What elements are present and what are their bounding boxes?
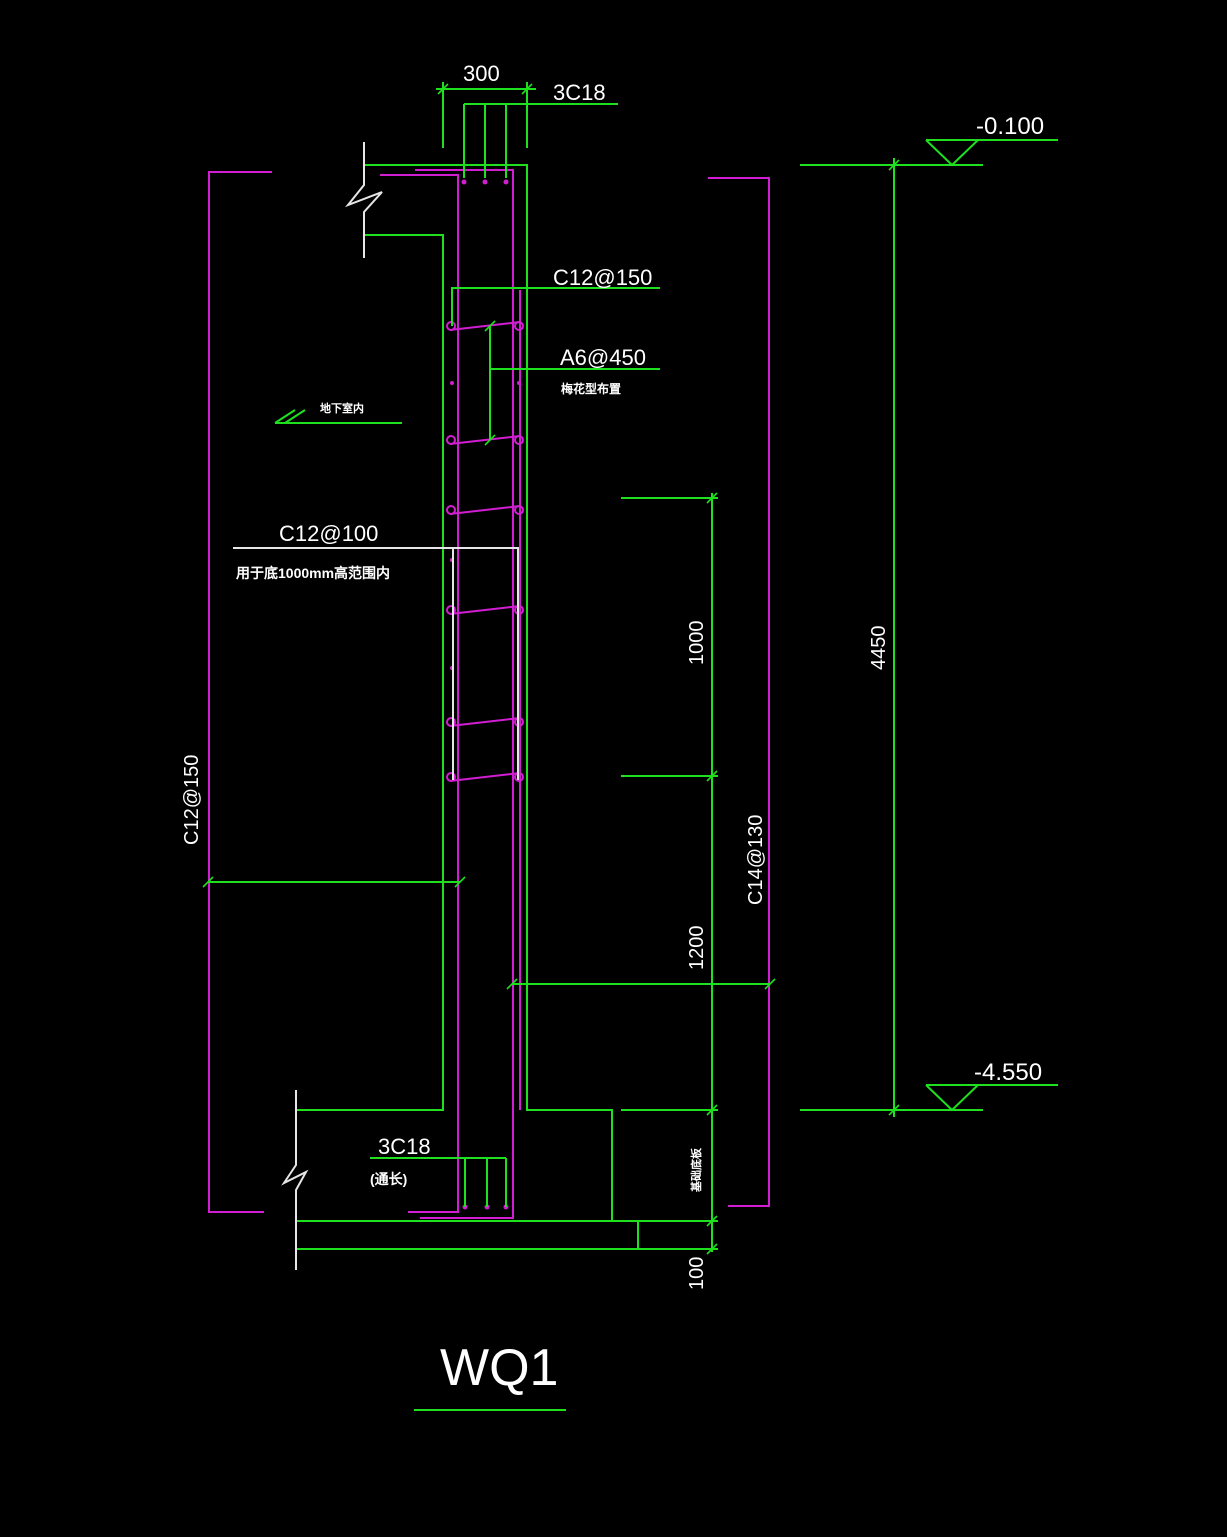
dim-1000-label: 1000 <box>686 621 708 666</box>
top-bar-dimension <box>436 82 618 178</box>
outer-vertical-bars-label: C14@130 <box>745 815 767 905</box>
break-line-top <box>344 142 383 258</box>
horizontal-bars-label: C12@150 <box>553 265 652 290</box>
tie-bars-label: A6@450 <box>560 345 646 370</box>
outer-vertical-bar-leader <box>506 978 776 990</box>
top-width-label: 300 <box>463 61 500 86</box>
tie-note-label: 梅花型布置 <box>561 381 621 396</box>
title-label: WQ1 <box>440 1339 558 1397</box>
elevation-marker-top <box>925 139 1058 167</box>
extra-note-label: 用于底1000mm高范围内 <box>236 565 390 581</box>
wall-outline <box>297 164 718 1250</box>
dim-100-label: 100 <box>686 1257 708 1290</box>
horizontal-bar-leader <box>451 287 660 326</box>
dim-1200-label: 1200 <box>686 926 708 971</box>
extra-bar-region <box>233 547 519 780</box>
inner-vertical-bars-label: C12@150 <box>181 755 203 845</box>
basement-inside-label: 地下室内 <box>320 401 364 415</box>
bottom-bar-leader <box>370 1157 507 1207</box>
elevation-bottom-label: -4.550 <box>974 1059 1042 1086</box>
extra-bars-label: C12@100 <box>279 521 378 546</box>
total-height-dimension <box>800 158 983 1117</box>
inner-vertical-bar-leader <box>202 876 466 888</box>
basement-inside-marker <box>274 409 402 424</box>
bottom-bars-note: (通长) <box>370 1171 407 1187</box>
break-line-bottom <box>281 1090 309 1270</box>
tie-bar-leader <box>484 320 660 446</box>
elevation-marker-bottom <box>925 1084 1058 1112</box>
dim-total-label: 4450 <box>868 626 890 671</box>
wall-height-dimensions <box>621 492 718 1255</box>
bottom-bars-label: 3C18 <box>378 1134 431 1159</box>
elevation-top-label: -0.100 <box>976 113 1044 140</box>
top-bars-label: 3C18 <box>553 80 606 105</box>
foundation-label: 基础底板 <box>689 1147 703 1193</box>
